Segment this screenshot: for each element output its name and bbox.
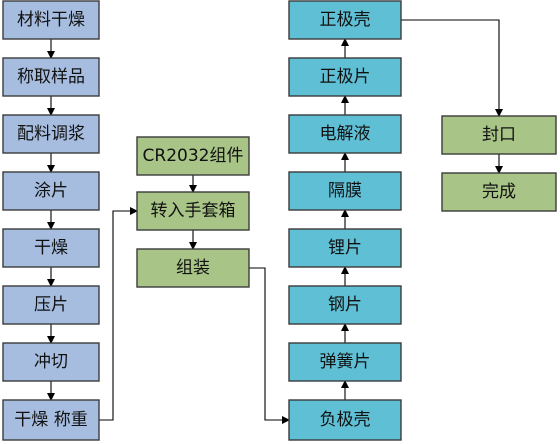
flow-node-box	[2, 114, 100, 154]
flow-node-c8: 负极壳	[288, 399, 402, 441]
flow-node-n6: 压片	[2, 285, 100, 325]
flow-node-n3: 配料调浆	[2, 114, 100, 154]
flow-node-box	[288, 57, 402, 97]
flow-node-label: 完成	[482, 182, 516, 202]
flow-node-label: 冲切	[34, 352, 68, 372]
flow-node-label: 钢片	[328, 295, 362, 315]
flow-node-label: 干燥	[34, 238, 68, 258]
flow-node-box	[2, 57, 100, 97]
flow-node-box	[441, 115, 557, 155]
flow-node-box	[136, 136, 250, 176]
flow-node-label: 配料调浆	[17, 124, 85, 144]
flow-node-box	[288, 285, 402, 325]
flow-node-box	[288, 0, 402, 40]
flow-node-label: 转入手套箱	[151, 201, 236, 221]
flow-node-n7: 冲切	[2, 342, 100, 382]
flow-node-g3: 组装	[136, 248, 250, 288]
flow-node-label: 干燥 称重	[14, 410, 87, 430]
flow-node-box	[288, 228, 402, 268]
flow-node-label: 负极壳	[320, 410, 371, 430]
flow-node-box	[288, 342, 402, 382]
flow-node-n8: 干燥 称重	[2, 399, 100, 441]
flow-node-box	[288, 114, 402, 154]
flow-node-label: 隔膜	[328, 181, 362, 201]
flow-node-c4: 隔膜	[288, 171, 402, 211]
flow-node-c6: 钢片	[288, 285, 402, 325]
flow-node-n1: 材料干燥	[2, 0, 100, 40]
flow-node-f2: 完成	[441, 172, 557, 212]
flow-node-n5: 干燥	[2, 228, 100, 268]
flow-node-box	[2, 228, 100, 268]
flow-node-label: 正极壳	[320, 10, 371, 30]
flow-node-label: 封口	[482, 125, 516, 145]
flow-node-c3: 电解液	[288, 114, 402, 154]
flow-node-g1: CR2032组件	[136, 136, 250, 176]
flow-node-c1: 正极壳	[288, 0, 402, 40]
flow-node-box	[2, 399, 100, 441]
flow-node-n4: 涂片	[2, 171, 100, 211]
flow-node-g2: 转入手套箱	[136, 191, 250, 231]
flow-node-box	[288, 171, 402, 211]
flow-node-label: 组装	[176, 258, 210, 278]
flow-node-label: 压片	[34, 295, 68, 315]
flow-node-n2: 称取样品	[2, 57, 100, 97]
flow-node-box	[2, 0, 100, 40]
flow-node-label: CR2032组件	[143, 146, 244, 166]
flow-node-c2: 正极片	[288, 57, 402, 97]
flow-node-f1: 封口	[441, 115, 557, 155]
flow-node-box	[2, 285, 100, 325]
flow-node-box	[2, 171, 100, 211]
flow-node-label: 材料干燥	[17, 10, 85, 30]
flow-node-label: 弹簧片	[320, 352, 371, 372]
flow-node-label: 涂片	[34, 181, 68, 201]
connector-n8-to-g2	[99, 207, 138, 421]
connector-c1-to-f1	[401, 19, 503, 117]
flow-node-c7: 弹簧片	[288, 342, 402, 382]
flow-node-label: 正极片	[320, 67, 371, 87]
flow-node-label: 锂片	[328, 238, 362, 258]
flow-node-box	[2, 342, 100, 382]
flow-node-label: 电解液	[320, 124, 371, 144]
flow-node-box	[136, 248, 250, 288]
connectors-layer	[47, 19, 503, 424]
flow-node-box	[136, 191, 250, 231]
flow-node-box	[288, 399, 402, 441]
flow-node-box	[441, 172, 557, 212]
flow-node-label: 称取样品	[17, 67, 85, 87]
connector-g3-to-c8	[249, 267, 290, 424]
flow-node-c5: 锂片	[288, 228, 402, 268]
